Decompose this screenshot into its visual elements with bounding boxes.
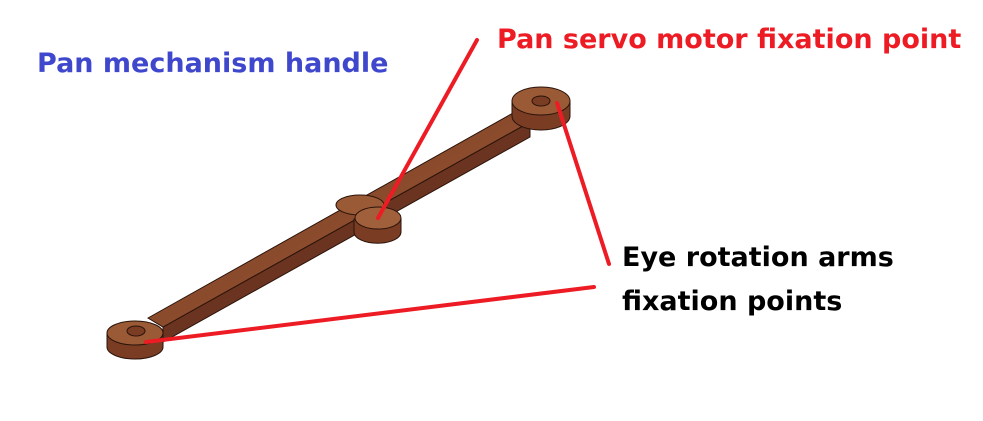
leader-lines bbox=[144, 38, 611, 344]
arms-annotation: Eye rotation arms fixation points bbox=[622, 236, 894, 324]
servo-leader-line bbox=[376, 38, 479, 220]
diagram-title: Pan mechanism handle bbox=[37, 48, 389, 79]
left-hub bbox=[106, 320, 164, 360]
right-arm-leader-line bbox=[555, 101, 611, 266]
arms-annotation-line1: Eye rotation arms bbox=[622, 242, 894, 273]
handle-bar bbox=[147, 107, 531, 343]
arms-annotation-line2: fixation points bbox=[622, 286, 843, 317]
left-arm-leader-line bbox=[144, 285, 596, 344]
right-hub bbox=[511, 86, 571, 131]
servo-annotation: Pan servo motor fixation point bbox=[497, 24, 962, 55]
